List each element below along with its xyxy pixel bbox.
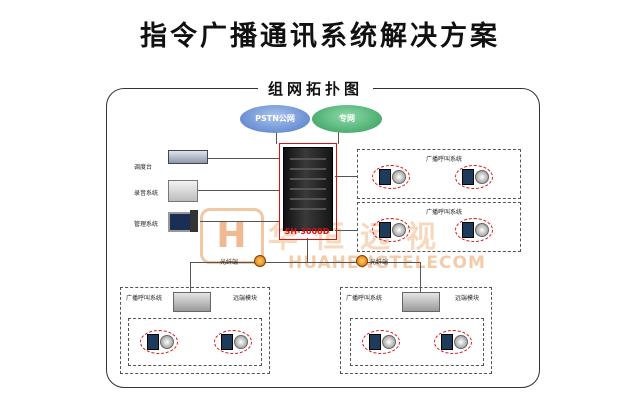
terminal-ring (455, 218, 493, 242)
speaker-icon (382, 335, 396, 349)
terminal-ring (434, 330, 472, 354)
terminal-ring (455, 165, 493, 189)
link-management (200, 221, 279, 223)
link-trunk (307, 238, 309, 262)
terminal-ring (362, 330, 400, 354)
group-bottom-left-title: 广播呼叫系统 (126, 295, 163, 302)
server-highlight (279, 143, 337, 240)
terminal-icon (441, 334, 453, 350)
fiber-left-icon (254, 255, 266, 267)
link-cloud-right (338, 126, 340, 144)
broadcast-group-bottom-right (340, 287, 492, 374)
fiber-left-label: 光纤端 (220, 259, 239, 266)
speaker-icon (454, 335, 468, 349)
terminal-icon (147, 334, 159, 350)
management-tower (190, 210, 198, 232)
remote-module-unit (173, 292, 211, 312)
group-top1-title: 广播呼叫系统 (426, 156, 463, 163)
link-group-top1 (335, 176, 357, 178)
management-monitor (168, 212, 192, 232)
link-group-top2 (335, 230, 357, 232)
speaker-icon (475, 223, 489, 237)
terminal-ring (372, 218, 410, 242)
broadcast-group-top2 (357, 202, 521, 252)
speaker-icon (234, 335, 248, 349)
group-bottom-left-unit-label: 远端模块 (233, 295, 258, 302)
broadcast-group-bottom-left (120, 287, 270, 374)
terminal-icon (379, 169, 391, 185)
link-recorder (198, 190, 279, 192)
group-top2-title: 广播呼叫系统 (426, 209, 463, 216)
terminal-ring (214, 330, 252, 354)
page-title: 指令广播通讯系统解决方案 (140, 21, 500, 52)
fiber-right-label: 光纤端 (370, 259, 389, 266)
private-network-cloud: 专网 (312, 105, 382, 133)
link-drop-right (420, 262, 422, 292)
group-bottom-right-title: 广播呼叫系统 (346, 295, 383, 302)
recorder-label: 录音系统 (134, 190, 159, 197)
frame-label: 组网拓扑图 (258, 78, 374, 99)
terminal-icon (369, 334, 381, 350)
speaker-icon (392, 223, 406, 237)
server-label: SH-3000D (284, 227, 330, 236)
speaker-icon (475, 170, 489, 184)
terminal-icon (379, 222, 391, 238)
link-drop-left (190, 262, 192, 292)
terminal-icon (221, 334, 233, 350)
terminal-ring (372, 165, 410, 189)
speaker-icon (160, 335, 174, 349)
terminal-ring (140, 330, 178, 354)
terminal-icon (462, 169, 474, 185)
management-label: 管理系统 (134, 221, 159, 228)
group-bottom-right-unit-label: 远端模块 (455, 295, 480, 302)
speaker-icon (392, 170, 406, 184)
broadcast-subgroup (128, 318, 262, 366)
broadcast-group-top1 (357, 149, 521, 199)
fiber-right-icon (356, 255, 368, 267)
remote-module-unit (402, 292, 440, 312)
console-device (168, 150, 208, 164)
server-cabinet (283, 147, 333, 231)
recorder-device (168, 180, 198, 202)
broadcast-subgroup (350, 318, 484, 366)
pstn-cloud: PSTN公网 (240, 105, 310, 133)
link-cloud-left (276, 126, 278, 144)
link-bus (190, 262, 420, 264)
link-console (208, 158, 279, 160)
terminal-icon (462, 222, 474, 238)
console-label: 调度台 (134, 164, 153, 171)
